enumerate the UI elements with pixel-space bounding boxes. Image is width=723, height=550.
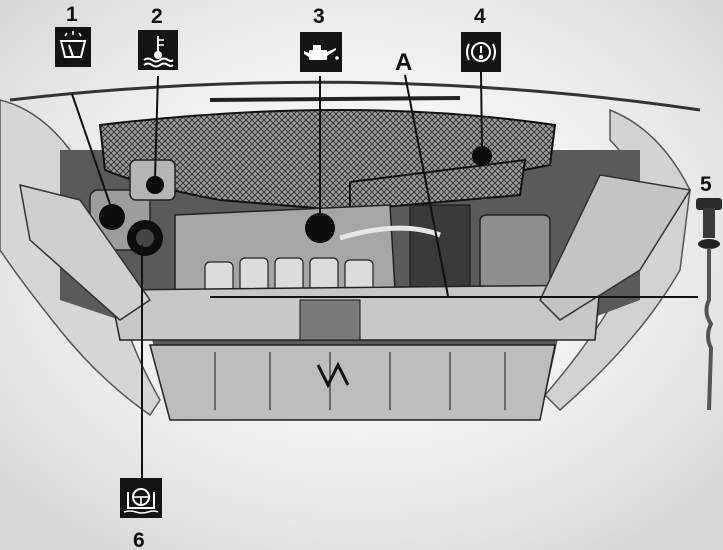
dipstick [696, 198, 722, 411]
badge-3 [300, 32, 342, 72]
hood-edge [9, 80, 701, 112]
leader-line-2 [154, 75, 159, 179]
badge-4 [461, 32, 501, 72]
target-dot-6-inner [136, 229, 154, 247]
dipstick-seal [698, 239, 720, 249]
dipstick-handle [696, 198, 722, 210]
callout-target-dots [99, 146, 492, 256]
badge-6 [120, 478, 162, 518]
steering-fluid-icon [123, 488, 159, 514]
target-dot-2 [146, 176, 164, 194]
callout-number-2: 2 [151, 5, 163, 28]
dipstick-collar [703, 208, 715, 238]
target-dot-4 [472, 146, 492, 166]
target-dot-3 [305, 213, 335, 243]
front-grille [149, 344, 556, 421]
coolant-temperature-icon [143, 36, 174, 68]
callout-number-6: 6 [133, 529, 145, 550]
badge-1 [55, 27, 91, 67]
windscreen-washer-icon [59, 31, 87, 58]
callout-number-4: 4 [474, 5, 486, 28]
engine-bay-illustration [0, 80, 701, 421]
oil-can-icon [304, 45, 339, 60]
leader-lines [71, 71, 698, 478]
leader-line-1 [71, 93, 113, 211]
callout-number-1: 1 [66, 3, 78, 26]
dipstick-handle-tube [339, 225, 441, 241]
right-strut-tower [539, 174, 692, 321]
wiper-arm [209, 96, 461, 102]
leader-line-4 [480, 71, 483, 149]
fuse-box [479, 214, 551, 291]
left-strut-tower [19, 183, 152, 321]
latch [299, 299, 361, 341]
front-emblem [316, 361, 350, 389]
callout-number-3: 3 [313, 5, 325, 28]
cowl-vent [349, 158, 527, 212]
leader-line-A [404, 74, 449, 297]
dipstick-rod [704, 248, 714, 411]
target-dot-1 [99, 204, 125, 230]
marker-label-A: A [395, 49, 412, 76]
brake-warning-icon [466, 42, 496, 62]
callout-number-5: 5 [700, 173, 712, 196]
grille-slats [214, 352, 506, 410]
badge-2 [138, 30, 178, 70]
